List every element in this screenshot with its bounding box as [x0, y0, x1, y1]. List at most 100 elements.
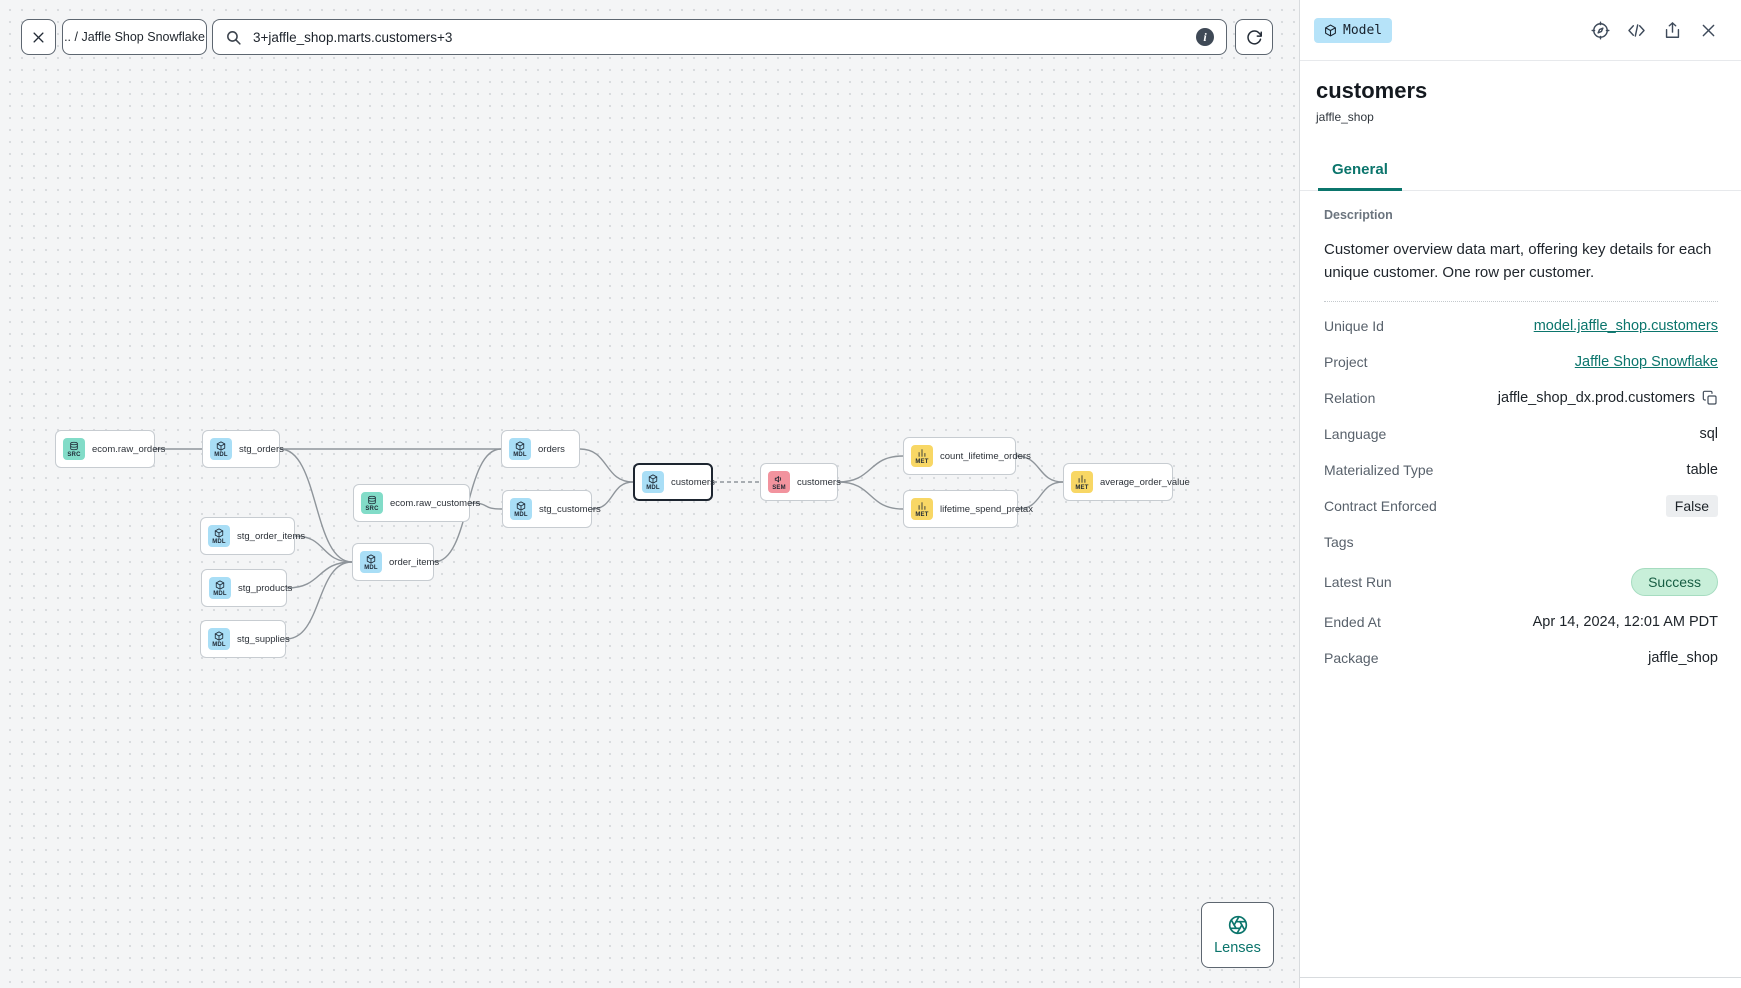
node-label: stg_orders — [239, 443, 284, 455]
node-label: stg_customers — [539, 503, 601, 515]
dag-edge — [591, 481, 634, 510]
node-type-label: MDL — [513, 451, 527, 458]
metric-icon: MET — [911, 498, 933, 520]
panel-title-block: customers jaffle_shop — [1300, 61, 1741, 124]
dag-node-stg_products[interactable]: MDL stg_products — [201, 569, 292, 607]
source-icon: SRC — [361, 492, 383, 514]
source-icon: SRC — [63, 438, 85, 460]
refresh-button[interactable] — [1235, 19, 1273, 55]
description-label: Description — [1324, 208, 1393, 223]
dag-node-raw_customers[interactable]: SRC ecom.raw_customers — [353, 484, 480, 522]
explore-compass-icon — [1591, 20, 1610, 40]
field-value: jaffle_shop_dx.prod.customers — [1497, 390, 1695, 407]
panel-footer — [1300, 977, 1741, 988]
node-label: orders — [538, 443, 565, 455]
field-label: Project — [1324, 354, 1368, 371]
node-type-label: MDL — [212, 641, 226, 648]
share-button[interactable] — [1663, 21, 1682, 40]
copy-icon[interactable] — [1702, 390, 1718, 406]
cube-icon — [1325, 24, 1336, 36]
dag-node-stg_customers[interactable]: MDL stg_customers — [502, 490, 601, 528]
search-input[interactable] — [251, 28, 1187, 46]
model-icon: MDL — [360, 551, 382, 573]
node-type-label: SRC — [365, 505, 379, 512]
node-type-label: MDL — [212, 538, 226, 545]
resource-type-label: Model — [1343, 22, 1383, 38]
lenses-button[interactable]: Lenses — [1201, 902, 1274, 968]
dag-node-stg_orders[interactable]: MDL stg_orders — [202, 430, 284, 468]
panel-actions — [1591, 20, 1718, 40]
node-label: count_lifetime_orders — [940, 450, 1031, 462]
close-panel-icon — [1702, 24, 1715, 36]
tab-general[interactable]: General — [1318, 157, 1402, 192]
field-value: jaffle_shop — [1648, 650, 1718, 667]
close-lineage-button[interactable] — [21, 19, 56, 55]
field-value: sql — [1699, 426, 1718, 443]
node-type-label: SRC — [67, 451, 81, 458]
field-value: table — [1686, 462, 1718, 479]
dag-edge — [837, 481, 904, 510]
model-icon: MDL — [642, 471, 664, 493]
field-value-badge: False — [1665, 495, 1718, 518]
node-label: lifetime_spend_pretax — [940, 503, 1033, 515]
breadcrumb[interactable]: .. / Jaffle Shop Snowflake — [62, 19, 207, 55]
dag-edge — [469, 502, 503, 510]
model-icon: MDL — [208, 628, 230, 650]
dag-node-lifetime_spend_pretax[interactable]: MET lifetime_spend_pretax — [903, 490, 1033, 528]
close-icon — [33, 31, 44, 43]
metric-icon: MET — [911, 445, 933, 467]
node-type-label: MET — [1075, 484, 1089, 491]
panel-field-row: Language sql — [1324, 416, 1718, 452]
field-label: Latest Run — [1324, 574, 1392, 591]
field-value-link[interactable]: Jaffle Shop Snowflake — [1574, 354, 1718, 371]
dag-edge — [1015, 455, 1064, 483]
tab-bar: General — [1300, 157, 1741, 192]
dag-node-customers_sem[interactable]: SEM customers — [760, 463, 841, 501]
field-label: Tags — [1324, 534, 1354, 551]
dag-edge — [294, 535, 353, 563]
status-badge: Success — [1631, 568, 1718, 597]
node-type-label: MDL — [214, 451, 228, 458]
view-code-button[interactable] — [1627, 21, 1646, 40]
field-value-link[interactable]: model.jaffle_shop.customers — [1533, 318, 1718, 335]
node-type-label: MDL — [646, 484, 660, 491]
lenses-label: Lenses — [1214, 939, 1261, 956]
node-label: ecom.raw_customers — [390, 497, 481, 509]
field-label: Language — [1324, 426, 1387, 443]
node-type-label: MDL — [213, 590, 227, 597]
dag-node-count_lifetime_orders[interactable]: MET count_lifetime_orders — [903, 437, 1031, 475]
explore-button[interactable] — [1591, 20, 1610, 40]
semantic-model-icon: SEM — [768, 471, 790, 493]
dag-node-orders[interactable]: MDL orders — [501, 430, 580, 468]
close-panel-button[interactable] — [1699, 21, 1718, 40]
node-label: stg_products — [238, 582, 293, 594]
model-icon: MDL — [209, 577, 231, 599]
panel-field-row: Latest Run Success — [1324, 560, 1718, 604]
node-type-label: MDL — [364, 564, 378, 571]
breadcrumb-label: .. / Jaffle Shop Snowflake — [64, 30, 205, 44]
info-icon[interactable] — [1196, 28, 1214, 46]
model-icon: MDL — [510, 498, 532, 520]
resource-type-badge: Model — [1314, 17, 1393, 43]
panel-header: Model — [1300, 0, 1741, 61]
field-value: Apr 14, 2024, 12:01 AM PDT — [1532, 614, 1718, 631]
share-icon — [1665, 21, 1680, 38]
node-label: customers — [797, 476, 841, 488]
aperture-icon — [1228, 915, 1247, 934]
search-icon — [227, 30, 241, 45]
node-label: order_items — [389, 556, 440, 568]
node-type-label: MET — [915, 458, 929, 465]
dag-edge — [286, 561, 353, 589]
dag-node-order_items[interactable]: MDL order_items — [352, 543, 439, 581]
